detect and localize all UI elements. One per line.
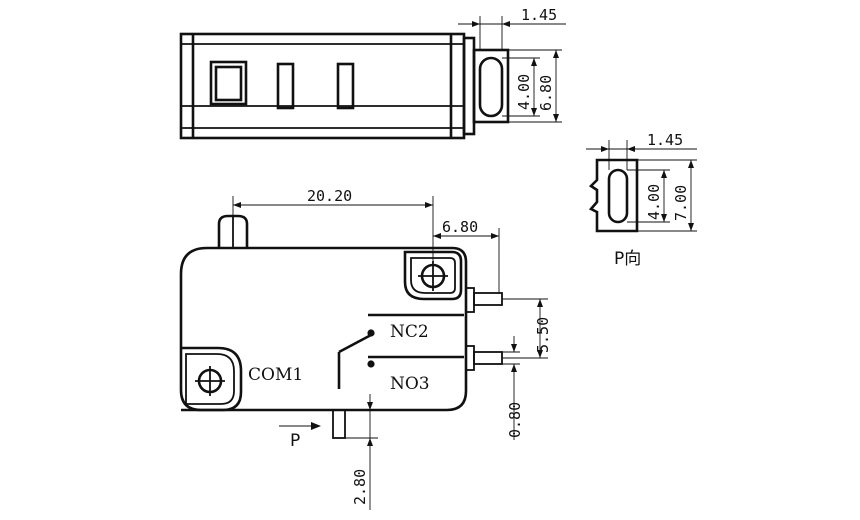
side-view-body — [179, 246, 468, 412]
top-view-body — [179, 32, 466, 140]
dim-top-width: 1.45 — [521, 6, 557, 24]
top-view-terminal — [472, 48, 510, 124]
dim-terminal-pitch: 5.50 — [534, 317, 552, 353]
dim-overall-length: 20.20 — [307, 187, 352, 205]
top-view-dimensions: 1.45 4.00 6.80 — [458, 6, 566, 123]
dim-top-outer-height: 6.80 — [537, 75, 555, 111]
dim-p-outer-height: 7.00 — [672, 185, 690, 221]
p-view-terminal — [588, 158, 639, 233]
dim-com-terminal-length: 2.80 — [351, 469, 369, 505]
p-view-caption: P向 — [614, 249, 641, 269]
top-view — [179, 32, 510, 140]
dim-terminal-thickness: 0.80 — [506, 402, 524, 438]
dim-terminal-offset: 6.80 — [442, 218, 478, 236]
dim-p-width: 1.45 — [647, 131, 683, 149]
p-arrow: P — [279, 422, 321, 451]
side-view-dimensions: 20.20 6.80 5.50 0.80 2.80 — [232, 187, 552, 510]
p-view-dimensions: 1.45 4.00 7.00 — [586, 131, 697, 232]
dim-top-inner-height: 4.00 — [515, 74, 533, 110]
p-view — [588, 158, 639, 233]
label-nc: NC2 — [390, 322, 429, 342]
dim-p-inner-height: 4.00 — [645, 184, 663, 220]
label-com: COM1 — [248, 365, 303, 385]
label-no: NO3 — [390, 374, 430, 394]
terminal-nc — [473, 292, 503, 306]
side-view — [179, 214, 503, 439]
terminal-com — [332, 409, 346, 439]
terminal-no — [473, 351, 503, 365]
p-arrow-label: P — [290, 431, 300, 451]
